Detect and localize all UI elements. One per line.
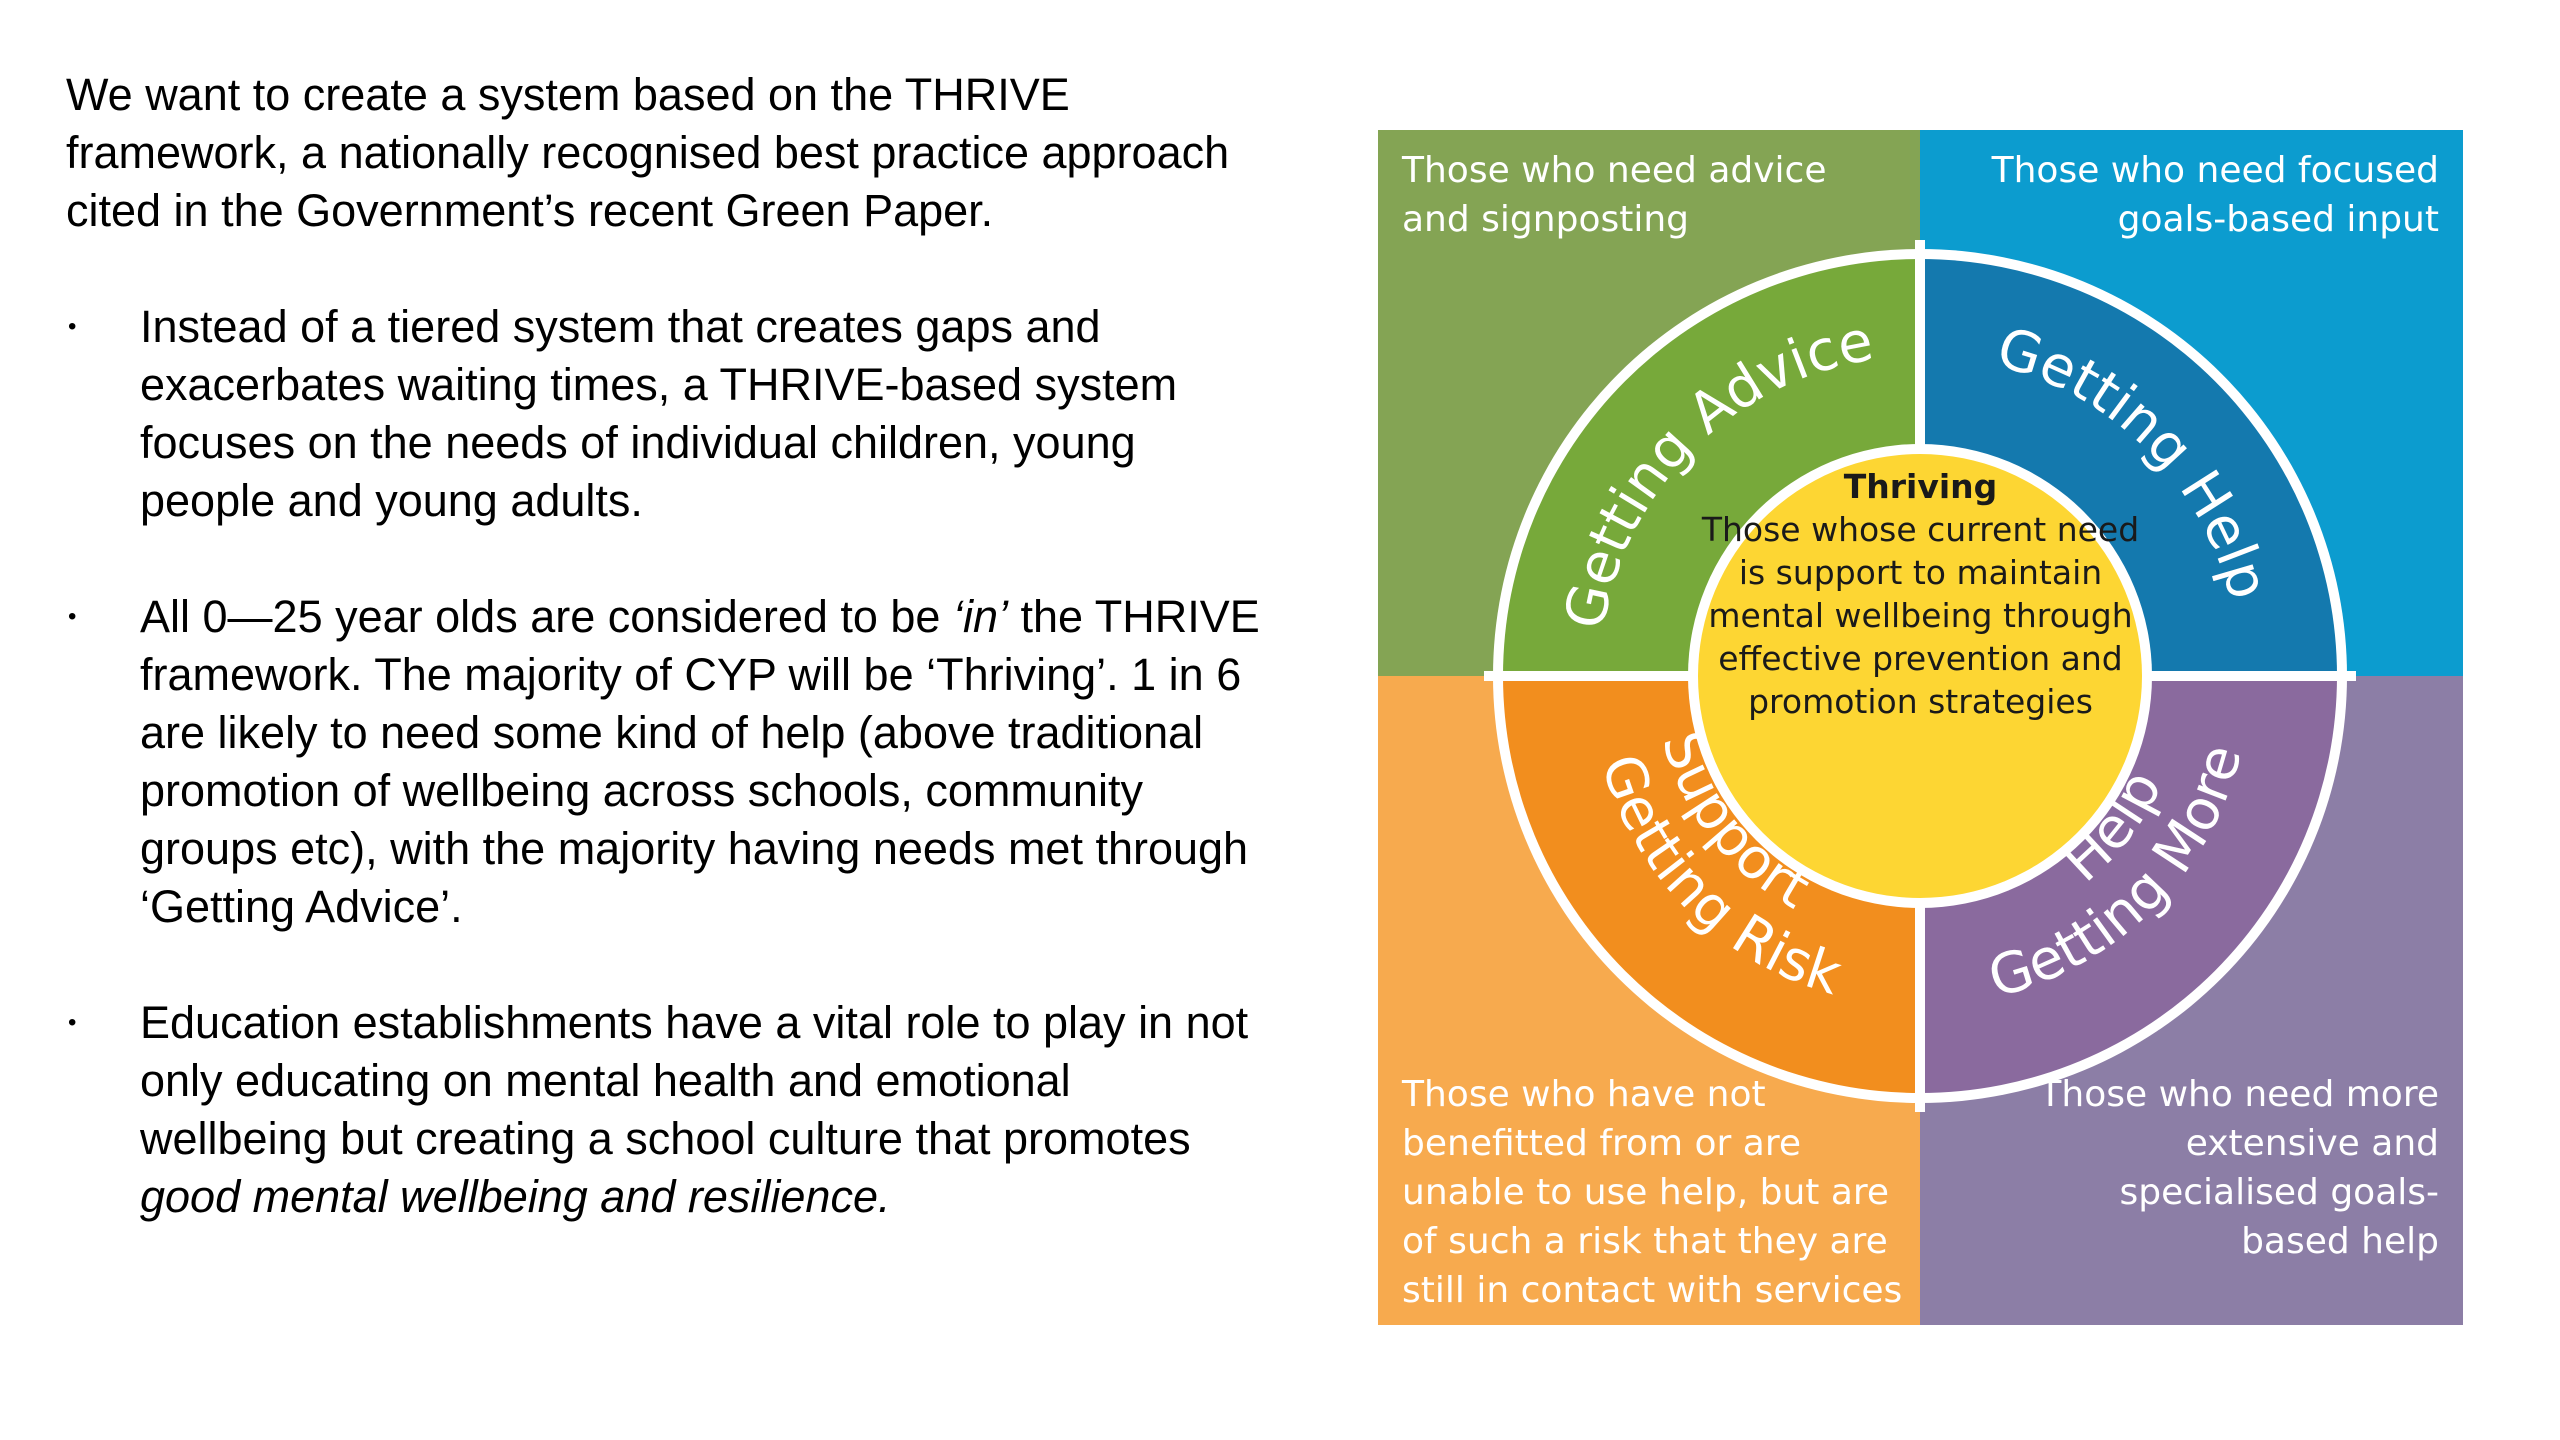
text-panel: We want to create a system based on the … xyxy=(66,66,1266,1284)
bullet-item-3: • Education establishments have a vital … xyxy=(66,994,1266,1226)
bullet-list: • Instead of a tiered system that create… xyxy=(66,298,1266,1226)
bullet-text: All 0—25 year olds are considered to be xyxy=(140,591,953,642)
bullet-marker: • xyxy=(68,313,77,340)
bullet-text: the THRIVE framework. The majority of CY… xyxy=(140,591,1260,932)
bullet-item-1: • Instead of a tiered system that create… xyxy=(66,298,1266,530)
bullet-marker: • xyxy=(68,1009,77,1036)
bullet-emphasis: ‘in’ xyxy=(952,591,1008,642)
bullet-item-2: • All 0—25 year olds are considered to b… xyxy=(66,588,1266,936)
thriving-description: Those whose current need is support to m… xyxy=(1701,510,2140,721)
corner-text-risk-support: Those who have not benefitted from or ar… xyxy=(1402,1074,1903,1311)
bullet-text: Instead of a tiered system that creates … xyxy=(140,301,1178,526)
thriving-title: Thriving xyxy=(1843,467,1998,506)
thrive-diagram: Getting Advice Getting Help Getting Risk… xyxy=(1378,130,2463,1325)
intro-paragraph: We want to create a system based on the … xyxy=(66,69,1230,236)
bullet-marker: • xyxy=(68,603,77,630)
bullet-text: Education establishments have a vital ro… xyxy=(140,997,1249,1164)
bullet-emphasis: good mental wellbeing and resilience. xyxy=(140,1171,891,1222)
thriving-circle xyxy=(1698,454,2142,898)
corner-text-focused-input: Those who need focused goals-based input xyxy=(1991,150,2439,240)
corner-text-extensive-help: Those who need more extensive and specia… xyxy=(2039,1074,2439,1262)
thrive-diagram-graphic: Getting Advice Getting Help Getting Risk… xyxy=(1378,130,2463,1325)
thriving-center-text: Thriving Those whose current need is sup… xyxy=(1693,465,2148,723)
corner-text-advice-signposting: Those who need advice and signposting xyxy=(1402,150,1827,240)
